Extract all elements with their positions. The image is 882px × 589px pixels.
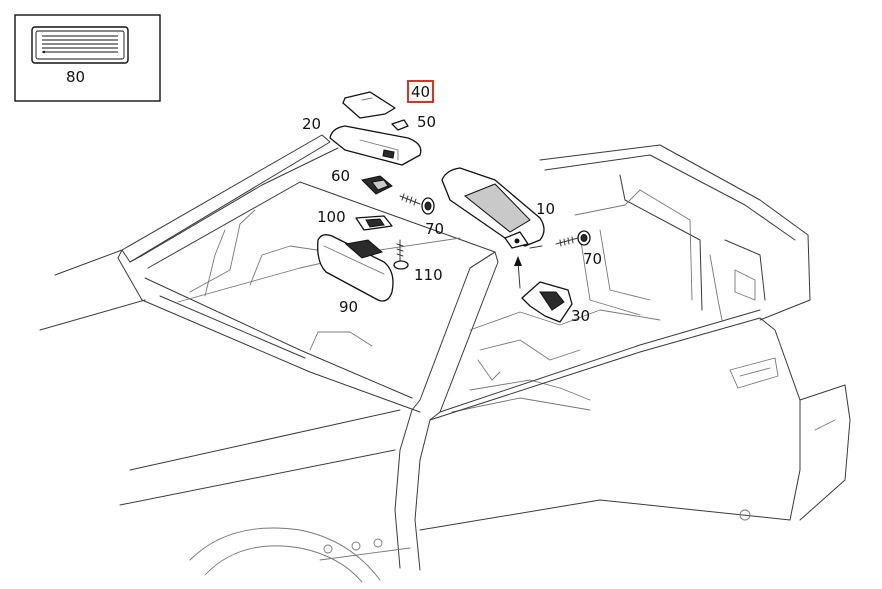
callout-50[interactable]: 50 (417, 113, 436, 131)
part-30-mount (514, 256, 573, 323)
car-body-outline (39, 134, 851, 583)
part-100-clip (355, 215, 393, 231)
inset-box-80 (14, 14, 161, 102)
callout-60[interactable]: 60 (331, 167, 350, 185)
callout-70-left[interactable]: 70 (425, 220, 444, 238)
part-60-lamp-holder (361, 175, 393, 195)
callout-20[interactable]: 20 (302, 115, 321, 133)
part-110-screw (393, 239, 409, 270)
callout-40-highlight (407, 80, 434, 103)
callout-30[interactable]: 30 (571, 307, 590, 325)
part-50-bulb (391, 119, 409, 131)
part-20-visor (329, 125, 422, 166)
part-90-rear-mirror (317, 234, 394, 302)
part-70-screw-right (555, 230, 591, 247)
callout-100[interactable]: 100 (317, 208, 346, 226)
inset-label-80: 80 (66, 68, 85, 86)
part-40-mirror-cover (342, 91, 396, 119)
part-70-screw-left (399, 193, 435, 215)
callout-40[interactable]: 40 (411, 83, 430, 101)
callout-90[interactable]: 90 (339, 298, 358, 316)
leader-10-70 (529, 245, 543, 249)
part-10-visor (441, 167, 545, 249)
callout-70-right[interactable]: 70 (583, 250, 602, 268)
callout-110[interactable]: 110 (414, 266, 443, 284)
callout-10[interactable]: 10 (536, 200, 555, 218)
